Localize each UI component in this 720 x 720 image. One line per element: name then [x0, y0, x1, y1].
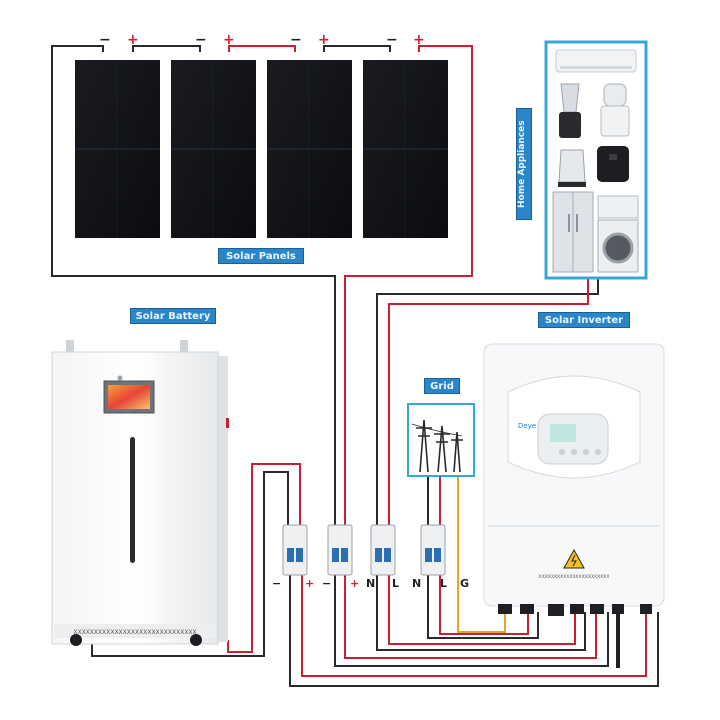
dc-breaker-pv: [327, 524, 353, 576]
air-fryer-icon: [597, 146, 629, 182]
terminal-pv-positive: +: [350, 577, 360, 590]
inverter-cable-glands: [498, 604, 652, 616]
terminal-battery-positive: +: [305, 577, 315, 590]
ac-breaker-load: [370, 524, 396, 576]
breaker-bank: [282, 524, 446, 576]
solar-inverter-unit: Deye XXXXXXXXXXXXXXXXXXXXXXX: [483, 343, 665, 668]
terminal-load-neutral: N: [366, 577, 376, 590]
home-appliances-panel: [544, 40, 648, 280]
terminal-load-live: L: [392, 577, 400, 590]
solar-inverter-label: Solar Inverter: [538, 312, 630, 328]
terminal-pv-negative: −: [322, 577, 332, 590]
panel-1-negative-marker: −: [99, 32, 111, 48]
svg-text:XXXXXXXXXXXXXXXXXXXXXXXXXXXXXX: XXXXXXXXXXXXXXXXXXXXXXXXXXXXXX: [73, 629, 196, 636]
svg-text:XXXXXXXXXXXXXXXXXXXXXXX: XXXXXXXXXXXXXXXXXXXXXXX: [539, 574, 610, 580]
grid-label: Grid: [424, 378, 460, 394]
washing-machine-icon: [597, 195, 639, 273]
solar-panel: [267, 60, 352, 238]
panel-4-negative-marker: −: [386, 32, 398, 48]
grid-power-box: [407, 403, 475, 477]
panel-2-positive-marker: +: [223, 32, 235, 48]
air-conditioner-icon: [555, 49, 637, 73]
transmission-tower-icon: [411, 419, 463, 473]
panel-3-positive-marker: +: [318, 32, 330, 48]
kettle-icon: [558, 149, 586, 187]
solar-panel: [363, 60, 448, 238]
solar-battery-label: Solar Battery: [130, 308, 216, 324]
high-voltage-warning-icon: [563, 548, 585, 569]
solar-panel: [171, 60, 256, 238]
terminal-battery-negative: −: [272, 577, 282, 590]
solar-panels-label: Solar Panels: [218, 248, 304, 264]
panel-1-positive-marker: +: [127, 32, 139, 48]
dc-breaker-battery: [282, 524, 308, 576]
panel-4-positive-marker: +: [413, 32, 425, 48]
solar-battery-unit: XXXXXXXXXXXXXXXXXXXXXXXXXXXXXX: [51, 340, 229, 646]
terminal-grid-live: L: [440, 577, 448, 590]
home-appliances-label: Home Appliances: [516, 108, 532, 220]
panel-2-negative-marker: −: [195, 32, 207, 48]
panel-3-negative-marker: −: [290, 32, 302, 48]
wires: [51, 45, 659, 687]
ac-breaker-grid: [420, 524, 446, 576]
terminal-ground: G: [460, 577, 470, 590]
solar-panel: [75, 60, 160, 238]
terminal-grid-neutral: N: [412, 577, 422, 590]
food-processor-icon: [600, 83, 630, 137]
svg-text:Deye: Deye: [518, 422, 536, 430]
refrigerator-icon: [552, 191, 594, 273]
blender-icon: [559, 83, 581, 138]
solar-panel-array: [75, 60, 448, 238]
